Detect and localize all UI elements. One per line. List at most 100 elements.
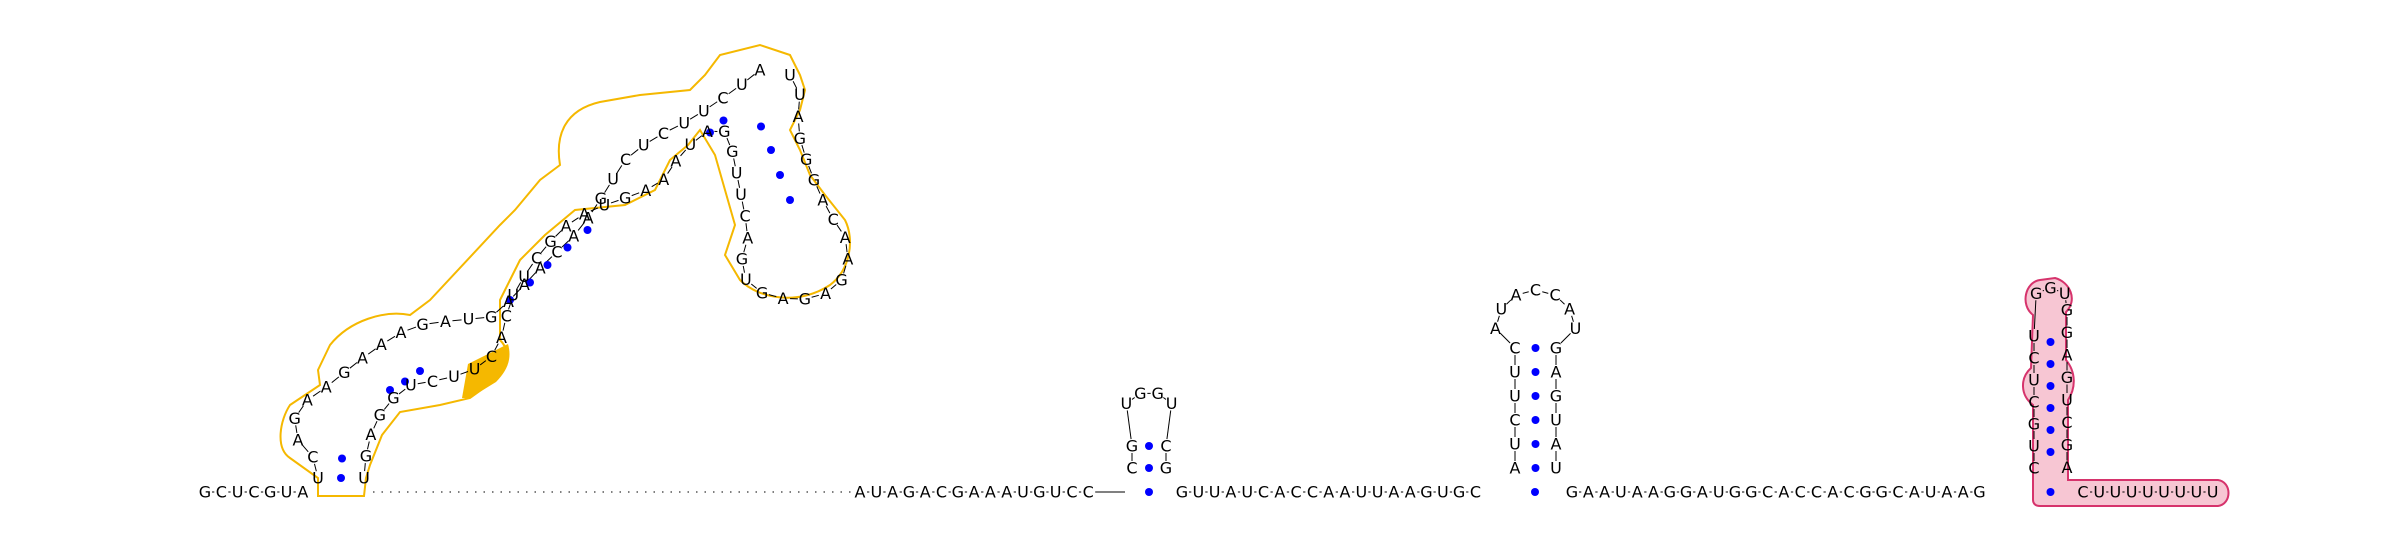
base-pair-dot (386, 386, 394, 394)
5prime-nucleotide: G (264, 483, 276, 502)
backbone-link (494, 343, 499, 351)
backbone-link (745, 223, 748, 232)
base-pair-dot (1531, 440, 1540, 448)
tail-nucleotide: U (2142, 483, 2154, 502)
domain1-nucleotide: G (800, 150, 812, 169)
backbone-link (561, 240, 570, 248)
domain1-nucleotide: A (519, 275, 530, 294)
linker-nucleotide: A (1697, 483, 1708, 502)
domain1-nucleotide: U (638, 136, 650, 155)
backbone-link (798, 123, 800, 132)
backbone-link (298, 405, 304, 413)
backbone-link (295, 425, 298, 434)
domain1-nucleotide: G (416, 315, 428, 334)
hairpin2-stem-3: U (1550, 411, 1562, 430)
domain1-nucleotide: A (658, 170, 669, 189)
domain1-nucleotide: G (338, 363, 350, 382)
backbone-link (366, 441, 370, 450)
backbone-link (616, 165, 623, 174)
terminator-stem-3: U (2061, 391, 2073, 410)
base-pair-dot (767, 146, 775, 154)
base-pair-dot (776, 171, 784, 179)
tail-nucleotide: U (2191, 483, 2203, 502)
domain1-nucleotide: U (678, 113, 690, 132)
linker-nucleotide: G (1745, 483, 1757, 502)
backbone-link (1126, 410, 1132, 440)
tail-nucleotide: U (2110, 483, 2122, 502)
linker-nucleotide: A (1388, 483, 1399, 502)
domain1-nucleotide: U (518, 267, 530, 286)
backbone-link (798, 101, 800, 110)
backbone-link (383, 403, 390, 410)
backbone-link (1522, 291, 1529, 294)
backbone-link (768, 294, 777, 298)
backbone-link (630, 149, 639, 156)
base-pair-dot (337, 474, 345, 482)
backbone-link (555, 230, 562, 237)
linker-nucleotide: A (1778, 483, 1789, 502)
linker-nucleotide: A (1001, 483, 1012, 502)
linker-nucleotide: A (1941, 483, 1952, 502)
linker-nucleotide: G (1176, 483, 1188, 502)
linker-nucleotide: G (952, 483, 964, 502)
backbone-link (709, 101, 718, 108)
hairpin2-loop: A (1490, 319, 1501, 338)
backbone-link (502, 322, 506, 331)
domain1-nucleotide: A (395, 323, 406, 342)
domain1-nucleotide: U (607, 169, 619, 188)
terminator-loop: G (2030, 284, 2042, 303)
base-pair-dot (543, 261, 552, 269)
hairpin2-stem-5: C (1509, 411, 1520, 430)
backbone-link (1506, 299, 1512, 305)
terminator-stem-3: G (2061, 301, 2073, 320)
backbone-link (792, 81, 798, 89)
hairpin2-loop: U (1496, 300, 1508, 319)
linker-nucleotide: C (936, 483, 947, 502)
backbone-link (741, 201, 745, 210)
domain1-nucleotide: U (312, 469, 324, 488)
domain1-nucleotide: A (778, 289, 789, 308)
domain1-nucleotide: U (784, 66, 796, 85)
backbone-link (649, 136, 658, 142)
backbone-layer (212, 73, 2206, 493)
terminator-stem-3: G (2061, 436, 2073, 455)
linker-nucleotide: A (1958, 483, 1969, 502)
hairpin2-stem-5: U (1509, 435, 1521, 454)
domain1-nucleotide: G (288, 409, 300, 428)
linker-nucleotide: G (1566, 483, 1578, 502)
domain1-nucleotide: A (702, 122, 713, 141)
domain1-nucleotide: U (507, 286, 519, 305)
terminator-stem-3: A (2062, 346, 2073, 365)
base-pair-dot (1531, 344, 1540, 352)
base-pair-dot (338, 454, 346, 463)
domain1-nucleotide: A (640, 181, 651, 200)
domain1-nucleotide: A (755, 61, 766, 80)
domain1-nucleotide: U (463, 310, 475, 329)
hairpin2-loop: A (1564, 300, 1575, 319)
domain1-nucleotide: C (828, 210, 839, 229)
domain1-nucleotide: C (501, 307, 512, 326)
backbone-link (689, 114, 699, 120)
linker-nucleotide: A (855, 483, 866, 502)
backbone-link (439, 377, 448, 381)
domain1-nucleotide: A (579, 204, 590, 223)
backbone-link (1542, 291, 1549, 294)
hairpin2-loop: C (1549, 286, 1560, 305)
backbone-link (452, 319, 462, 322)
hairpin1-stem-5: G (1126, 437, 1138, 456)
domain1-nucleotide: G (485, 307, 497, 326)
backbone-link (669, 125, 679, 131)
backbone-link (331, 376, 340, 383)
hairpin1-loop: U (1166, 394, 1178, 413)
linker-nucleotide: A (1632, 483, 1643, 502)
linker-nucleotide: A (1909, 483, 1920, 502)
tail-nucleotide: U (2174, 483, 2186, 502)
backbone-link (312, 390, 321, 397)
backbone-link (680, 149, 687, 157)
base-pair-dot (1145, 488, 1153, 496)
domain1-nucleotide: G (794, 129, 806, 148)
base-pair-dot (2046, 426, 2055, 434)
backbone-link (808, 165, 812, 174)
domain1-nucleotide: A (583, 208, 594, 227)
backbone-link (742, 265, 746, 273)
